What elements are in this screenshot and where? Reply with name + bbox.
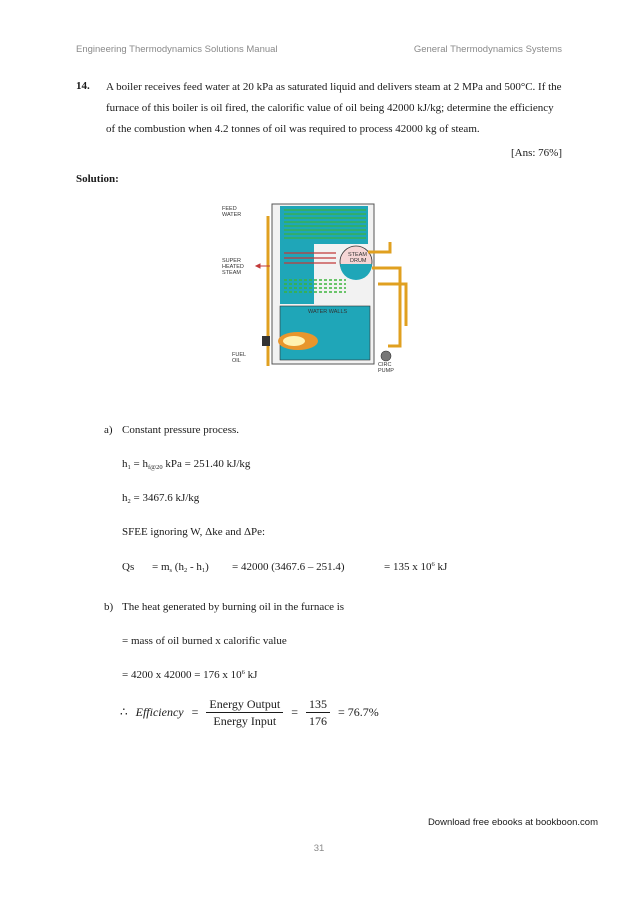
energy-ratio-fraction: Energy Output Energy Input bbox=[206, 696, 284, 729]
super-heated-label-3: STEAM bbox=[222, 270, 241, 276]
part-b-label: b) bbox=[104, 601, 114, 613]
qs-substitution: = 42000 (3467.6 – 251.4) bbox=[232, 561, 345, 573]
fuel-oil-label: FUEL bbox=[232, 352, 246, 358]
part-b-title: The heat generated by burning oil in the… bbox=[122, 601, 345, 613]
numeric-ratio-fraction: 135 176 bbox=[305, 696, 330, 729]
question-text: A boiler receives feed water at 20 kPa a… bbox=[106, 81, 562, 135]
boiler-diagram: STEAM DRUM FEED WATER SUPER HEATED STEAM… bbox=[222, 203, 408, 374]
circulation-pump bbox=[380, 350, 392, 362]
economizer-tubes bbox=[284, 209, 366, 239]
solution-heading: Solution: bbox=[76, 173, 119, 185]
heat-generated-line: = mass of oil burned x calorific value bbox=[122, 635, 287, 647]
water-walls-label: WATER WALLS bbox=[308, 309, 348, 315]
h2-equation: h2 = 3467.6 kJ/kg bbox=[122, 492, 200, 505]
circ-pump-label-2: PUMP bbox=[378, 368, 394, 374]
qs-expression: = ms (h2 - h1) bbox=[152, 561, 209, 574]
efficiency-equation: ∴ Efficiency = Energy Output Energy Inpu… bbox=[120, 696, 379, 729]
flow-arrows bbox=[254, 263, 270, 269]
answer-label: [Ans: 76%] bbox=[510, 147, 562, 159]
running-header-right: General Thermodynamics Systems bbox=[413, 44, 562, 55]
feed-water-label-2: WATER bbox=[222, 212, 241, 218]
riser-water bbox=[280, 244, 314, 304]
superheater-tubes bbox=[284, 252, 336, 264]
sfee-statement: SFEE ignoring W, Δke and ΔPe: bbox=[122, 526, 266, 538]
evaporator-tubes bbox=[284, 279, 346, 293]
circ-pump-label: CIRC bbox=[378, 362, 391, 368]
feed-water-label: FEED bbox=[222, 206, 237, 212]
super-heated-label: SUPER bbox=[222, 258, 241, 264]
steam-drum-label: STEAM bbox=[348, 252, 367, 258]
part-a-label: a) bbox=[104, 424, 113, 436]
super-heated-label-2: HEATED bbox=[222, 264, 244, 270]
qs-result: = 135 x 106 kJ bbox=[384, 561, 448, 573]
running-header-left: Engineering Thermodynamics Solutions Man… bbox=[76, 44, 278, 55]
qs-label: Qs bbox=[122, 561, 135, 573]
steam-drum-label-2: DRUM bbox=[350, 258, 367, 264]
part-a-title: Constant pressure process. bbox=[122, 424, 240, 436]
heat-generated-value: = 4200 x 42000 = 176 x 106 kJ bbox=[122, 669, 258, 681]
fuel-burner bbox=[262, 336, 270, 346]
h1-equation: h1 = hf@20 kPa = 251.40 kJ/kg bbox=[122, 458, 251, 471]
download-link[interactable]: Download free ebooks at bookboon.com bbox=[427, 817, 598, 828]
question-number: 14. bbox=[76, 80, 90, 92]
steam-drum-water bbox=[340, 264, 372, 280]
fuel-oil-label-2: OIL bbox=[232, 358, 241, 364]
page-number: 31 bbox=[313, 843, 325, 854]
burner-flame-core bbox=[283, 336, 305, 346]
